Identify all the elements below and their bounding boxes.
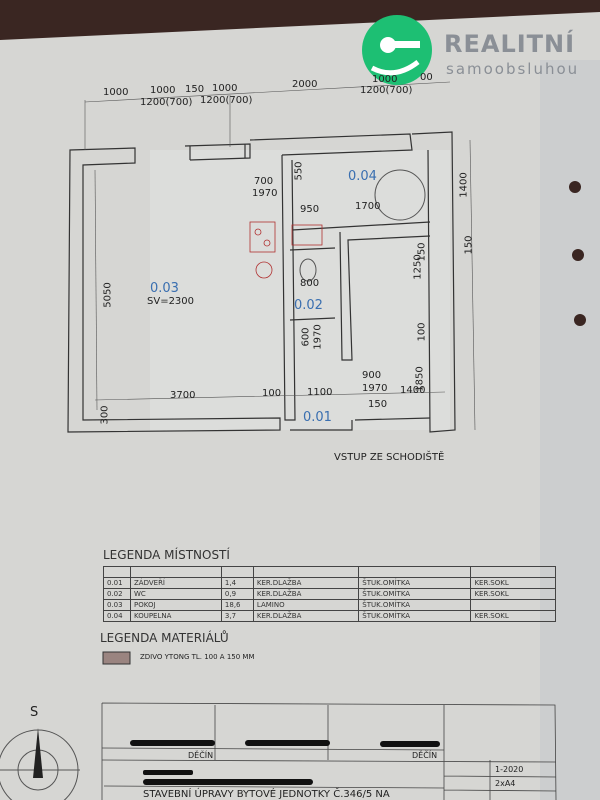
watermark-sub: samoobsluhou [446, 60, 580, 78]
date: 1-2020 [495, 765, 524, 774]
dim: 700 [254, 176, 274, 187]
dim: 1400 [458, 172, 470, 198]
dim: 2000 [292, 79, 318, 90]
dim: 00 [420, 72, 433, 83]
room-label-0.01: 0.01 [303, 410, 332, 425]
dim: 950 [300, 204, 320, 215]
kitchen-fixtures [249, 221, 323, 279]
room-label-0.02: 0.02 [294, 298, 323, 313]
dim: 1970 [362, 383, 388, 394]
dim: 800 [300, 278, 320, 289]
dim: 1970 [252, 188, 278, 199]
compass-label: S [30, 705, 39, 720]
compass [0, 728, 80, 800]
material-swatch [102, 651, 131, 665]
redactions [130, 740, 440, 785]
title-block [101, 702, 557, 800]
dim: 1970 [312, 324, 324, 350]
dim: 900 [362, 370, 382, 381]
dim: 1000 [103, 87, 129, 98]
legend-rooms-title: LEGENDA MÍSTNOSTÍ [103, 548, 230, 562]
plastic-sleeve [540, 60, 600, 800]
dim: 100 [262, 388, 282, 399]
dim: 1100 [307, 387, 333, 398]
entrance-label: VSTUP ZE SCHODIŠTĚ [334, 452, 445, 463]
dim: 550 [293, 161, 305, 181]
dim: 5050 [102, 282, 114, 308]
dim: 1000 [372, 74, 398, 85]
dim: 3700 [170, 390, 196, 401]
dim: 1200(700) [140, 97, 193, 108]
north-arrow-icon [33, 728, 43, 778]
walls [67, 131, 456, 433]
dim: 150 [185, 84, 205, 95]
watermark-logo [362, 15, 432, 85]
binder-holes [569, 181, 586, 326]
project-title: STAVEBNÍ ÚPRAVY BYTOVÉ JEDNOTKY Č.346/5 … [143, 789, 390, 800]
dim: 1400 [400, 385, 426, 396]
dim: 100 [416, 322, 428, 342]
dim: 1000 [150, 85, 176, 96]
city: DĚČÍN [188, 751, 214, 760]
dim: 1700 [355, 201, 381, 212]
dim: 1000 [212, 83, 238, 94]
legend-materials-title: LEGENDA MATERIÁLŮ [100, 631, 229, 645]
room-label-0.03: 0.03 [150, 281, 179, 296]
room-label-0.04: 0.04 [348, 169, 377, 184]
dim: 300 [99, 405, 111, 425]
material-item: ZDIVO YTONG TL. 100 A 150 MM [140, 653, 255, 661]
watermark-brand: REALITNÍ [444, 30, 576, 58]
toilet [299, 258, 317, 282]
dim: 150 [416, 242, 428, 262]
dimension-lines [85, 0, 570, 431]
dim: 150 [463, 235, 475, 255]
dim: 1200(700) [200, 95, 253, 106]
shower-circle [374, 169, 426, 221]
format: 2xA4 [495, 779, 516, 788]
dim: 150 [368, 399, 388, 410]
city: DĚČÍN [412, 751, 438, 760]
window-sill-height: SV=2300 [147, 296, 195, 307]
dim: 600 [300, 327, 312, 347]
dim: 1200(700) [360, 85, 413, 96]
